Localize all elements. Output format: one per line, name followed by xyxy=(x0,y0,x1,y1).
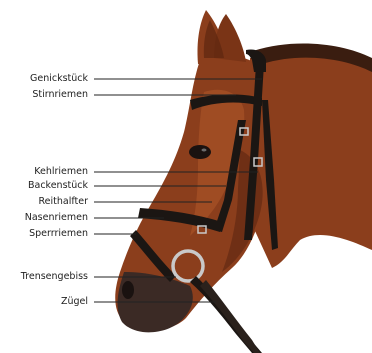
reins-second xyxy=(200,280,260,353)
label-nasenriemen: Nasenriemen xyxy=(25,212,88,224)
horse-nostril xyxy=(122,281,134,299)
label-genickstueck: Genickstück xyxy=(30,73,88,85)
label-zuegel: Zügel xyxy=(61,296,88,308)
horse-eye xyxy=(189,145,211,159)
label-reithalfter: Reithalfter xyxy=(38,196,88,208)
label-trensengebiss: Trensengebiss xyxy=(21,271,88,283)
label-sperrriemen: Sperrriemen xyxy=(29,228,88,240)
label-stirnriemen: Stirnriemen xyxy=(32,89,88,101)
label-kehlriemen: Kehlriemen xyxy=(34,166,88,178)
label-backenstueck: Backenstück xyxy=(28,180,88,192)
horse-eye-shine xyxy=(202,149,207,152)
